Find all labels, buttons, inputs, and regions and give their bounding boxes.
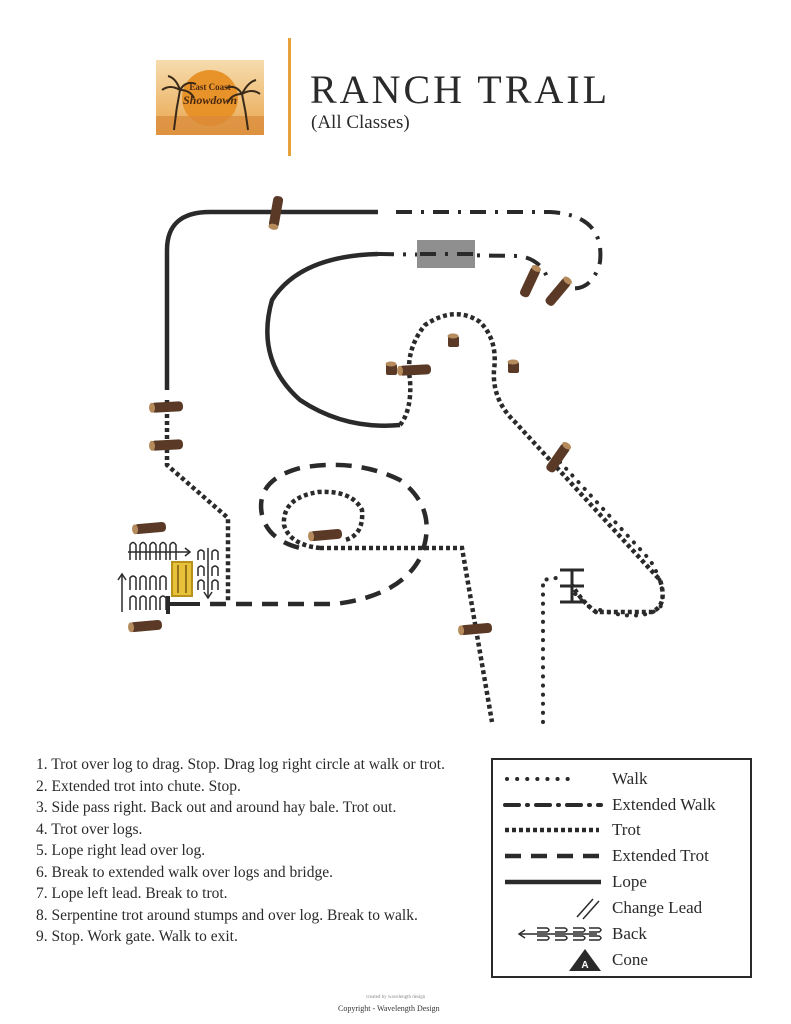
legend-label: Lope: [612, 872, 647, 891]
back-markers-bottom: [117, 572, 167, 612]
cone-glyph: A: [581, 960, 588, 971]
legend-label: Cone: [612, 950, 648, 969]
back-markers-top: [128, 541, 192, 560]
legend-label: Back: [612, 924, 647, 943]
instruction-item: 3. Side pass right. Back out and around …: [36, 799, 397, 816]
walk-line-icon: [505, 777, 571, 781]
legend-label: Change Lead: [612, 898, 703, 917]
legend-label: Extended Trot: [612, 846, 709, 865]
lope-path-outer: [164, 209, 378, 390]
log-obstacle: [128, 196, 572, 636]
trot-line-icon: [505, 827, 599, 833]
double-slash-icon: [576, 898, 600, 920]
legend-item-trot: Trot: [493, 817, 752, 843]
instruction-item: 5. Lope right lead over log.: [36, 842, 206, 859]
legend-item-back: Back: [493, 921, 752, 947]
page-subtitle: (All Classes): [311, 112, 410, 133]
chute-obstacle: [166, 561, 200, 614]
trot-path-exit: [320, 545, 495, 723]
trot-path-serpentine: [398, 312, 665, 615]
legend-label: Walk: [612, 769, 648, 788]
extended-walk-path-top: [396, 210, 603, 291]
cone-triangle-icon: A: [569, 949, 601, 971]
legend-item-extended-walk: Extended Walk: [493, 792, 752, 818]
legend-item-walk: Walk: [493, 766, 752, 792]
page-title: RANCH TRAIL: [310, 67, 611, 112]
extended-walk-line-icon: [503, 803, 603, 807]
legend-item-cone: A Cone: [493, 947, 752, 973]
logo-text-line2: Showdown: [183, 93, 237, 107]
palm-tree-icon: [161, 75, 261, 131]
east-coast-showdown-logo: East Coast Showdown: [156, 60, 264, 135]
stump-obstacle: [385, 333, 519, 375]
gate-obstacle: [560, 568, 584, 604]
legend-label: Extended Walk: [612, 795, 716, 814]
trot-path-small-circle: [281, 489, 365, 551]
logo-text-line1: East Coast: [189, 82, 230, 92]
legend-box: Walk Extended Walk Trot Extended Trot Lo…: [491, 758, 752, 978]
instruction-item: 8. Serpentine trot around stumps and ove…: [36, 906, 418, 924]
header-divider: [288, 38, 291, 156]
walk-path-loop: [558, 460, 665, 618]
legend-item-extended-trot: Extended Trot: [493, 843, 752, 869]
walk-path-gate: [541, 576, 558, 724]
footer-tag: created by wavelength design: [366, 995, 426, 1000]
pattern-instructions: 1. Trot over log to drag. Stop. Drag log…: [36, 754, 476, 948]
trot-path-left: [164, 400, 231, 603]
back-markers-side: [197, 548, 219, 600]
instruction-item: 1. Trot over log to drag. Stop. Drag log…: [36, 756, 445, 773]
instruction-item: 6. Break to extended walk over logs and …: [36, 863, 333, 881]
instruction-item: 7. Lope left lead. Break to trot.: [36, 885, 228, 902]
legend-label: Trot: [612, 820, 641, 839]
extended-trot-line-icon: [505, 853, 601, 859]
lope-path-inner: [265, 251, 401, 428]
legend-item-lope: Lope: [493, 869, 752, 895]
extended-walk-path-bridge: [377, 252, 550, 281]
instruction-item: 9. Stop. Work gate. Walk to exit.: [36, 928, 238, 945]
copyright-text: Copyright - Wavelength Design: [338, 1004, 440, 1013]
instruction-item: 4. Trot over logs.: [36, 820, 143, 838]
extended-trot-path-bottom: [210, 462, 429, 607]
back-arrow-icon: [517, 927, 602, 941]
legend-item-change-lead: Change Lead: [493, 895, 752, 921]
instruction-item: 2. Extended trot into chute. Stop.: [36, 777, 241, 795]
lope-line-icon: [505, 879, 601, 885]
